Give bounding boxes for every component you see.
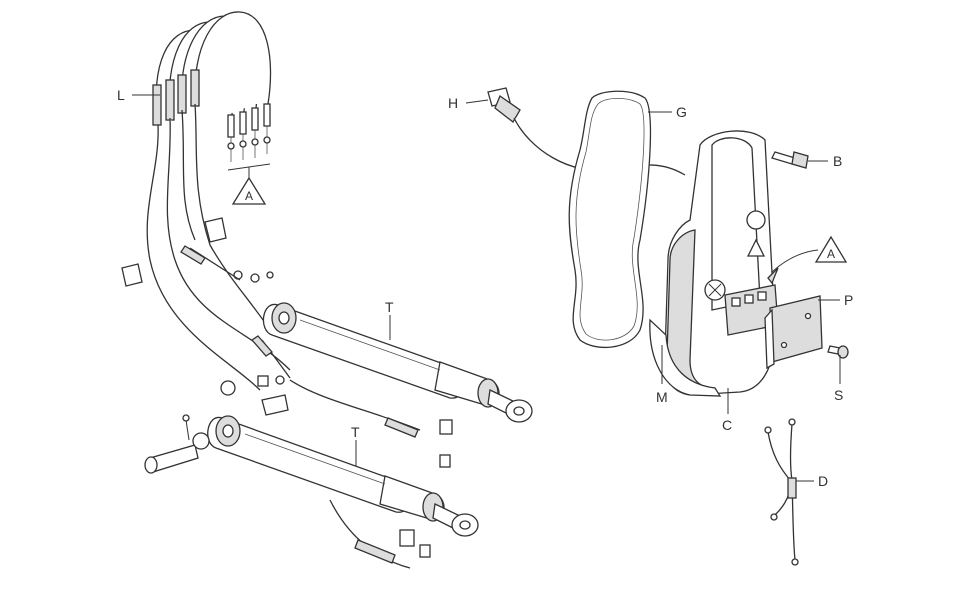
wire-harness-d: [764, 418, 799, 566]
small-hardware-left: [121, 217, 289, 416]
callout-p: P: [844, 292, 853, 308]
warning-triangle-a-right: A: [814, 235, 848, 263]
callout-l: L: [117, 87, 125, 103]
control-unit-c: [649, 130, 779, 397]
callout-t-upper: T: [385, 299, 394, 315]
callout-d: D: [818, 473, 828, 489]
screw-s: [827, 345, 849, 359]
callout-s: S: [834, 387, 843, 403]
callout-t-lower: T: [351, 424, 360, 440]
upper-hydraulic-cylinder: [262, 302, 533, 423]
callout-b: B: [833, 153, 842, 169]
cover-plate-p: [764, 295, 823, 370]
gasket-g: [568, 90, 652, 349]
bolt-b: [771, 151, 809, 169]
arrow-a-right: [767, 249, 819, 285]
callout-m: M: [656, 389, 668, 405]
callout-g: G: [676, 104, 687, 120]
hydraulic-hoses: [180, 245, 453, 569]
triangle-a-right-label: A: [827, 247, 835, 261]
warning-triangle-a-top: A: [231, 176, 267, 205]
callout-h: H: [448, 95, 458, 111]
lower-hydraulic-cylinder: [207, 415, 479, 537]
mounting-pin-assembly: [144, 414, 210, 474]
callout-c: C: [722, 417, 732, 433]
triangle-a-top-label: A: [245, 189, 253, 203]
leader-lines: [132, 94, 841, 482]
callout-labels: L H G B P S M C T T D: [117, 87, 853, 489]
